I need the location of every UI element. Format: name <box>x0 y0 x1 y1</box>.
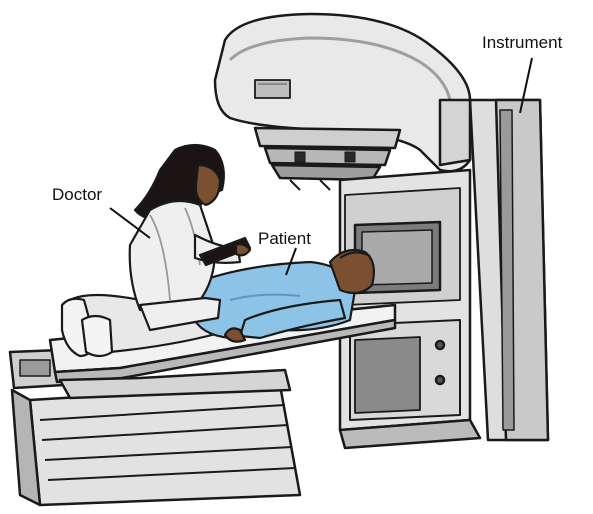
instrument-label: Instrument <box>482 34 562 51</box>
doctor-label: Doctor <box>52 186 102 203</box>
patient-label: Patient <box>258 230 311 247</box>
